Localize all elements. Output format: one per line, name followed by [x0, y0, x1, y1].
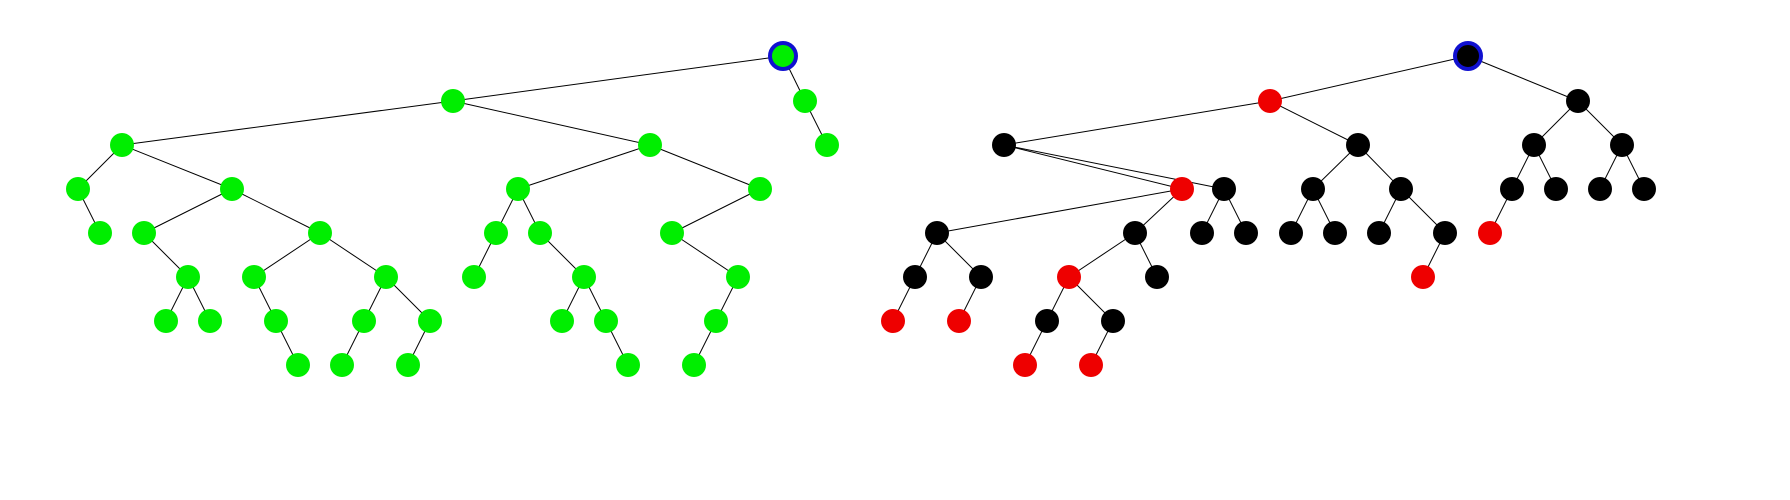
red-black-tree [881, 41, 1656, 377]
tree-node-green [462, 265, 486, 289]
tree-node-green [660, 221, 684, 245]
tree-edge [1269, 55, 1469, 102]
tree-node-black [1500, 177, 1524, 201]
tree-node-green [550, 309, 574, 333]
tree-node-black [1610, 133, 1634, 157]
tree-edge [1068, 232, 1136, 278]
tree-node-red [1258, 89, 1282, 113]
tree-node-black [1234, 221, 1258, 245]
red-black-tree-nodes [881, 41, 1656, 377]
tree-edge [1003, 100, 1271, 146]
tree-edge [1269, 100, 1359, 146]
tree-node-green [286, 353, 310, 377]
tree-node-green [110, 133, 134, 157]
tree-node-green [396, 353, 420, 377]
tree-node-green [176, 265, 200, 289]
tree-node-green [66, 177, 90, 201]
tree-node-green [264, 309, 288, 333]
tree-node-red [947, 309, 971, 333]
tree-node-black [1035, 309, 1059, 333]
tree-node-green [484, 221, 508, 245]
tree-node-green [815, 133, 839, 157]
tree-node-black [1433, 221, 1457, 245]
tree-node-red [1013, 353, 1037, 377]
tree-node-black [1101, 309, 1125, 333]
tree-node-red [1478, 221, 1502, 245]
tree-node-black [1544, 177, 1568, 201]
tree-edge [253, 232, 321, 278]
tree-node-black [1588, 177, 1612, 201]
tree-node-black [969, 265, 993, 289]
tree-node-green [638, 133, 662, 157]
tree-node-green [374, 265, 398, 289]
tree-edge [936, 188, 1183, 234]
tree-edge [143, 188, 233, 234]
tree-edge [452, 100, 651, 146]
tree-node-red [881, 309, 905, 333]
tree-node-black [992, 133, 1016, 157]
tree-node-black [1632, 177, 1656, 201]
tree-node-green [330, 353, 354, 377]
tree-node-black [1279, 221, 1303, 245]
tree-node-black [1301, 177, 1325, 201]
root-node-green [768, 41, 798, 71]
tree-node-green [616, 353, 640, 377]
green-tree [66, 41, 839, 377]
tree-node-green [418, 309, 442, 333]
tree-node-red [1411, 265, 1435, 289]
tree-node-black [1212, 177, 1236, 201]
tree-node-black [1522, 133, 1546, 157]
tree-node-green [594, 309, 618, 333]
tree-node-green [132, 221, 156, 245]
tree-node-green [220, 177, 244, 201]
tree-node-green [726, 265, 750, 289]
tree-node-black [1123, 221, 1147, 245]
tree-node-green [88, 221, 112, 245]
tree-edge [319, 232, 387, 278]
tree-node-black [925, 221, 949, 245]
tree-node-green [528, 221, 552, 245]
tree-edge [121, 144, 233, 190]
tree-node-red [1079, 353, 1103, 377]
tree-node-black [903, 265, 927, 289]
root-node-black [1453, 41, 1483, 71]
tree-edge [649, 144, 761, 190]
tree-node-black [1367, 221, 1391, 245]
tree-edge [1467, 55, 1579, 102]
tree-node-green [242, 265, 266, 289]
tree-node-black [1323, 221, 1347, 245]
tree-node-black [1190, 221, 1214, 245]
tree-node-green [308, 221, 332, 245]
tree-edge [671, 188, 761, 234]
tree-edge [231, 188, 321, 234]
tree-node-black [1389, 177, 1413, 201]
tree-node-black [1566, 89, 1590, 113]
tree-node-green [748, 177, 772, 201]
tree-edge [671, 232, 739, 278]
tree-node-red [1057, 265, 1081, 289]
tree-node-black [1346, 133, 1370, 157]
tree-node-green [441, 89, 465, 113]
tree-node-green [198, 309, 222, 333]
tree-node-green [682, 353, 706, 377]
tree-edge [452, 55, 784, 102]
tree-edge [121, 100, 454, 146]
green-tree-nodes [66, 41, 839, 377]
tree-node-green [352, 309, 376, 333]
tree-node-black [1145, 265, 1169, 289]
tree-node-green [506, 177, 530, 201]
tree-node-green [793, 89, 817, 113]
tree-edge [517, 144, 651, 190]
tree-edge [1003, 144, 1183, 190]
tree-node-green [572, 265, 596, 289]
tree-node-green [704, 309, 728, 333]
tree-node-green [154, 309, 178, 333]
tree-node-red [1170, 177, 1194, 201]
